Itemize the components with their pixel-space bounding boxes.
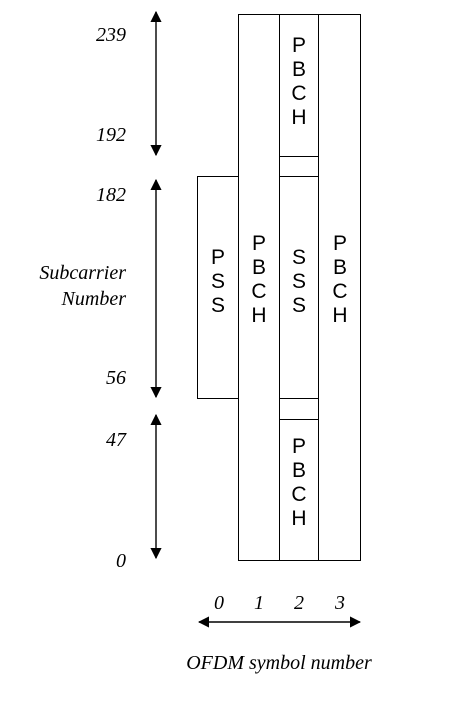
gap-block-top [279, 156, 319, 177]
y-tick-192: 192 [96, 124, 126, 146]
pss-block [197, 176, 239, 399]
pbch-letter: B [292, 459, 306, 482]
x-tick-1: 1 [254, 592, 264, 614]
sss-label: S S S [292, 246, 306, 317]
pbch-block-symbol-3 [318, 14, 361, 561]
pbch-label-symbol-2-bottom: P B C H [291, 435, 306, 530]
pbch-label-symbol-3: P B C H [332, 232, 347, 327]
pbch-label-symbol-2-top: P B C H [291, 34, 306, 129]
pbch-letter: C [251, 280, 266, 303]
y-label-line-2: Number [61, 288, 127, 310]
pbch-letter: H [291, 507, 306, 530]
pbch-letter: B [252, 256, 266, 279]
pbch-label-symbol-1: P B C H [251, 232, 266, 327]
pbch-letter: H [251, 304, 266, 327]
pbch-letter: H [291, 106, 306, 129]
pbch-letter: C [291, 483, 306, 506]
y-tick-182: 182 [96, 184, 126, 206]
pbch-letter: B [292, 58, 306, 81]
pss-label: P S S [211, 246, 225, 317]
pbch-block-symbol-2-top [279, 14, 319, 157]
pbch-letter: C [291, 82, 306, 105]
y-tick-56: 56 [106, 367, 126, 389]
y-tick-0: 0 [116, 550, 126, 572]
pbch-letter: P [292, 435, 306, 458]
pbch-letter: P [333, 232, 347, 255]
pbch-block-symbol-1 [238, 14, 280, 561]
x-tick-2: 2 [294, 592, 304, 614]
pss-letter: P [211, 246, 225, 269]
pbch-letter: C [332, 280, 347, 303]
pbch-letter: B [333, 256, 347, 279]
pss-letter: S [211, 270, 225, 293]
pbch-letter: H [332, 304, 347, 327]
pbch-letter: P [292, 34, 306, 57]
y-label-line-1: Subcarrier [39, 262, 126, 284]
x-axis-label: OFDM symbol number [186, 652, 372, 674]
pbch-letter: P [252, 232, 266, 255]
x-tick-3: 3 [334, 592, 345, 614]
y-tick-47: 47 [106, 429, 127, 451]
gap-block-bottom [279, 398, 319, 420]
pss-letter: S [211, 294, 225, 317]
sss-letter: S [292, 246, 306, 269]
sss-letter: S [292, 294, 306, 317]
y-tick-239: 239 [96, 24, 126, 46]
x-tick-0: 0 [214, 592, 224, 614]
pbch-block-symbol-2-bottom [279, 419, 319, 561]
sss-letter: S [292, 270, 306, 293]
